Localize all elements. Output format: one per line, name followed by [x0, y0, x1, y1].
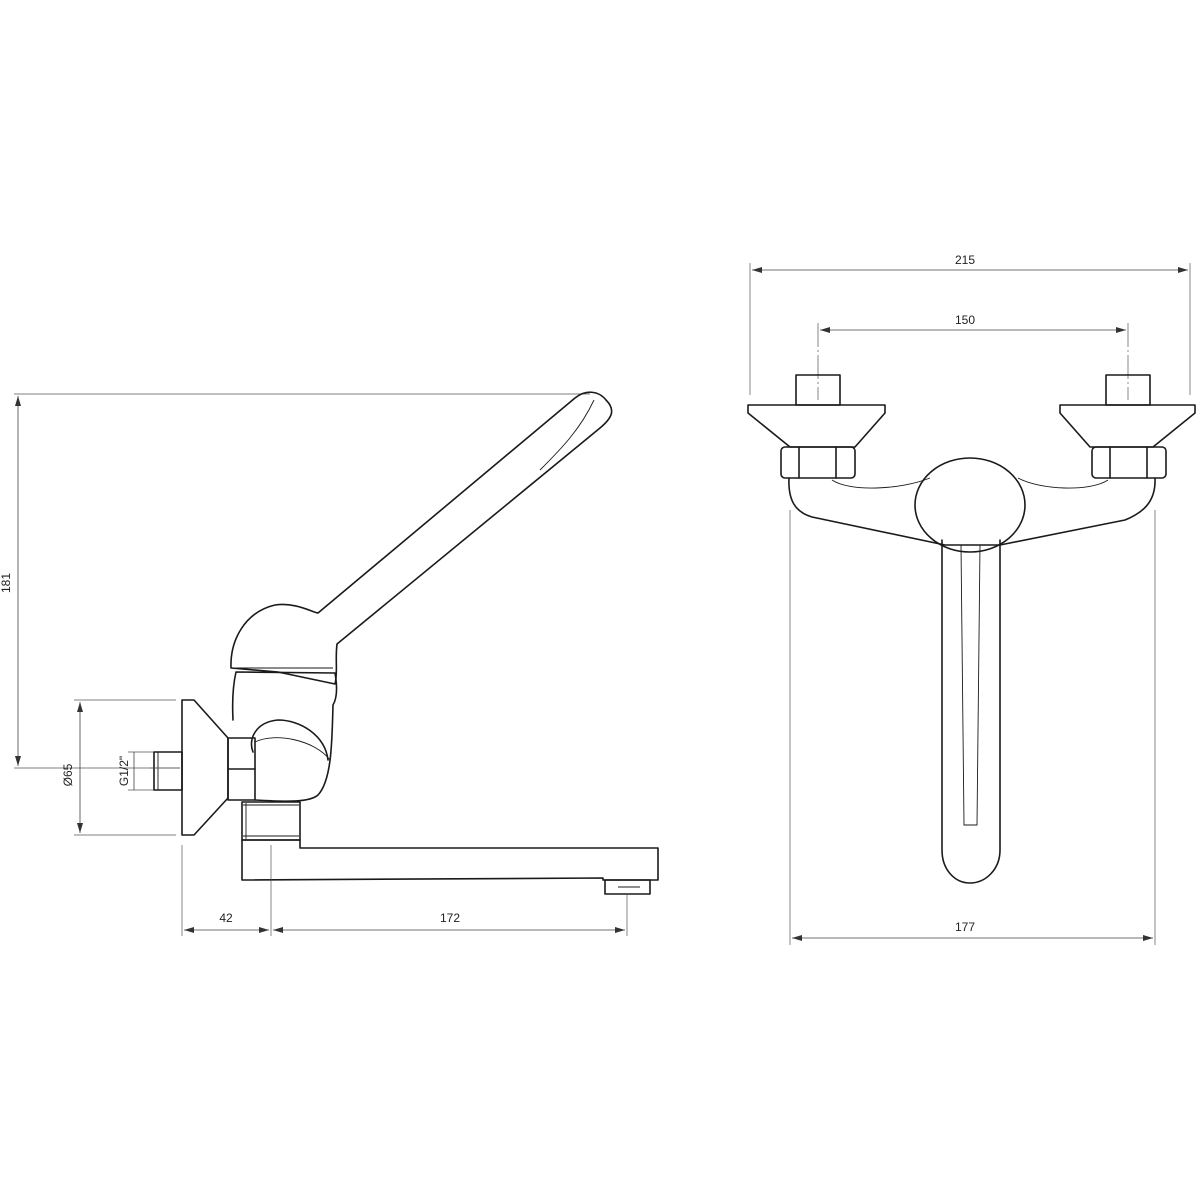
left-hex-nut — [780, 446, 856, 479]
dimension-body-width: 177 — [789, 510, 1156, 945]
dimension-overall-height: 181 — [0, 393, 590, 769]
spout — [241, 839, 659, 881]
dimension-label-172: 172 — [440, 911, 460, 925]
front-view: 215 150 — [747, 253, 1196, 945]
dimension-label-181: 181 — [0, 573, 13, 593]
dimension-overall-width: 215 — [749, 253, 1191, 395]
dimension-spout-reach: 172 — [273, 911, 625, 933]
dimension-wall-to-axis: 42 — [184, 911, 269, 933]
mixer-body — [231, 671, 338, 802]
lever-handle — [230, 391, 613, 685]
dimension-label-215: 215 — [955, 253, 975, 267]
dimension-escutcheon-diameter: Ø65 — [61, 699, 176, 836]
side-view: 181 Ø65 G1/2" — [0, 391, 659, 936]
right-hex-nut — [1091, 446, 1167, 479]
dimension-connection-spacing: 150 — [817, 313, 1129, 400]
dimension-label-d65: Ø65 — [61, 763, 75, 786]
dimension-label-42: 42 — [219, 911, 233, 925]
lever-front — [941, 539, 1001, 884]
dimension-label-150: 150 — [955, 313, 975, 327]
aerator — [604, 879, 651, 895]
lever-hub — [914, 457, 1026, 553]
escutcheon — [181, 699, 229, 836]
dimension-thread: G1/2" — [117, 751, 158, 791]
swivel-ring — [241, 801, 301, 841]
dimension-label-thread: G1/2" — [117, 756, 131, 786]
mixer-body-front — [788, 477, 1156, 546]
left-escutcheon — [747, 404, 886, 448]
dimension-label-177: 177 — [955, 920, 975, 934]
right-escutcheon — [1059, 404, 1196, 448]
